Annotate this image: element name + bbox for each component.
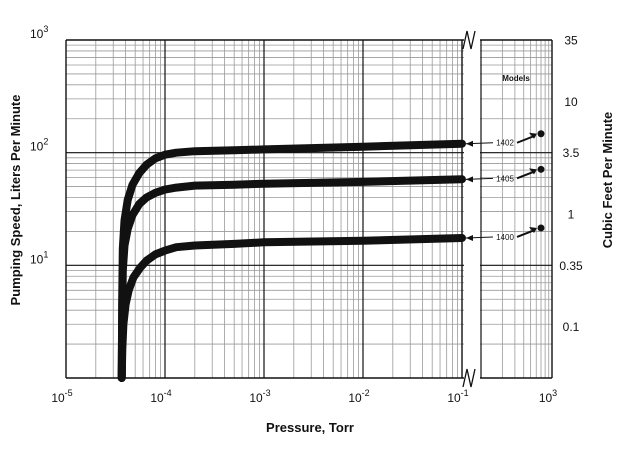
y-tick-labels: 103 102 101: [30, 24, 48, 266]
right-y-tick-label: 0.35: [559, 259, 583, 273]
x-tick-label: 10-2: [348, 388, 369, 405]
legend-arrowhead: [466, 234, 473, 241]
legend-arrowhead: [466, 140, 473, 147]
legend-pointer-head: [529, 226, 537, 233]
legend-arrowhead: [466, 176, 473, 183]
legend-pointer: [516, 170, 536, 180]
legend-label-1405: 1405: [496, 174, 514, 183]
x-tick-label: 10-1: [447, 388, 468, 405]
right-y-tick-label: 0.1: [563, 320, 580, 334]
legend-pointer-head: [529, 132, 537, 139]
axis-break-mark-bottom: [462, 368, 476, 388]
legend-dot-1405: [537, 165, 545, 173]
legend-label-1402: 1402: [496, 139, 514, 148]
legend-pointer: [516, 134, 536, 144]
right-y-axis-label: Cubic Feet Per Minute: [600, 112, 615, 249]
x-tick-label: 10-5: [51, 388, 72, 405]
legend-label-1400: 1400: [496, 233, 514, 242]
x-tick-label: 10-4: [150, 388, 171, 405]
axis-break-gap: [464, 38, 480, 380]
curve-1405: [117, 175, 466, 382]
legend: Models 1402 1405 1400: [465, 74, 545, 242]
x-tick-labels: 10-5 10-4 10-3 10-2 10-1 103: [51, 388, 557, 405]
y-tick-label: 102: [30, 137, 48, 154]
x-tick-label: 10-3: [249, 388, 270, 405]
legend-pointer-head: [529, 168, 537, 175]
legend-dot-1402: [537, 130, 545, 138]
y-tick-label: 103: [30, 24, 48, 41]
curve-1400: [117, 234, 466, 382]
y-tick-label: 101: [30, 249, 48, 266]
right-y-tick-label: 3.5: [563, 146, 580, 160]
curves: [117, 139, 466, 382]
x-tick-label: 103: [539, 388, 557, 405]
legend-pointer: [516, 229, 536, 238]
right-y-tick-labels: 35 10 3.5 1 0.35 0.1: [559, 33, 583, 334]
right-y-tick-label: 35: [564, 33, 578, 47]
right-y-tick-label: 1: [568, 207, 575, 221]
y-axis-label: Pumping Speed, Liters Per Minute: [8, 95, 23, 306]
legend-dot-1400: [537, 224, 545, 232]
right-y-tick-label: 10: [564, 95, 578, 109]
axis-break: [462, 30, 480, 388]
axis-break-mark-top: [462, 30, 476, 50]
legend-title: Models: [502, 74, 530, 83]
x-axis-label: Pressure, Torr: [266, 420, 354, 435]
